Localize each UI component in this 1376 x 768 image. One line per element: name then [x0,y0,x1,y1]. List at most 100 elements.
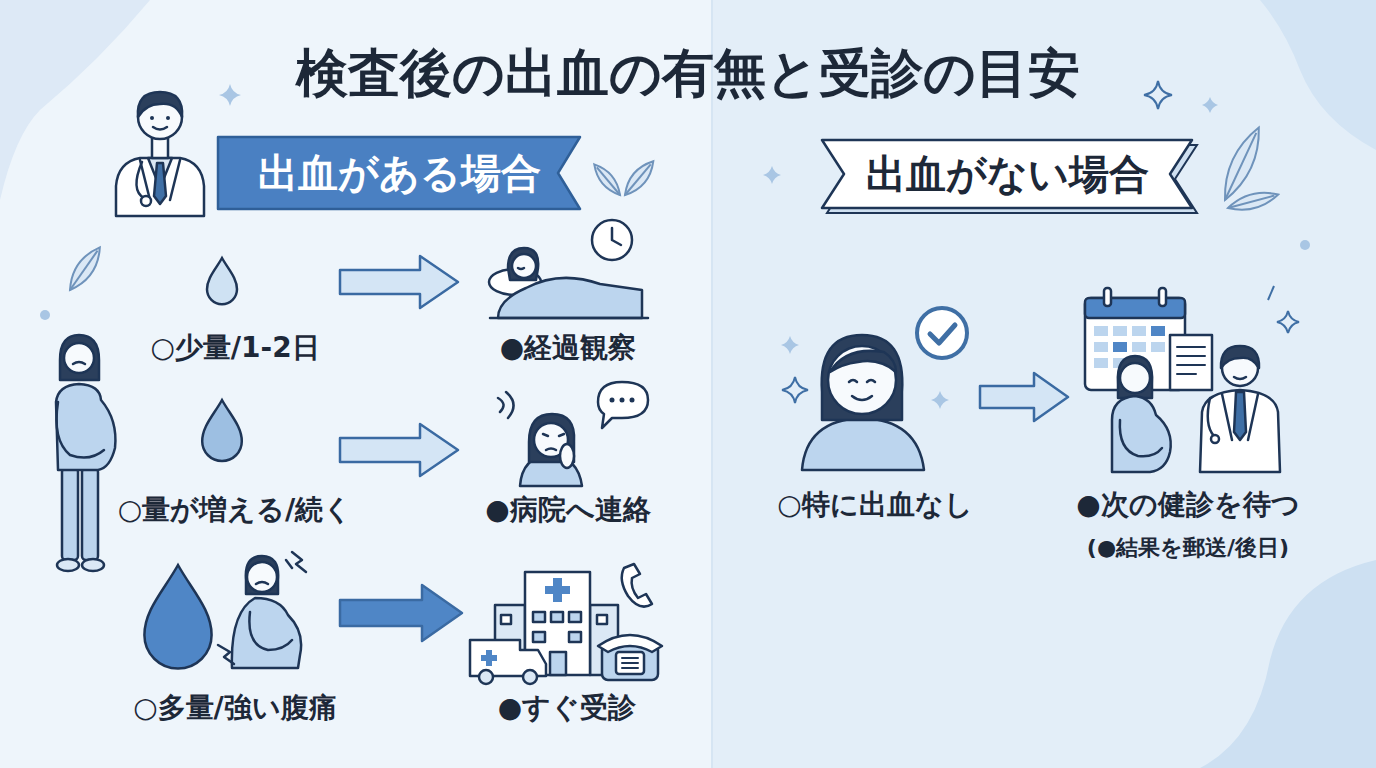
hospital-emergency [569,612,581,622]
woman-abdominal-pain [249,612,292,650]
hospital-emergency [533,632,545,642]
banner-label: 出血がない場合 [822,140,1192,208]
illustrated-item: ●すぐ受診 [462,550,672,730]
illustrated-item: ●経過観察 [458,215,678,370]
checkup-calendar-scene [1234,392,1246,440]
leaf-decoration [1226,188,1280,215]
leaf-decoration [620,157,659,200]
woman-abdominal-pain [246,556,278,594]
worried-woman [543,434,564,436]
resting-woman-clock [518,268,524,269]
leaf-decoration [590,161,625,199]
woman-abdominal-pain [218,645,234,664]
item-label: ○特に出血なし [777,488,972,522]
woman-abdominal-pain [292,552,306,572]
worried-woman [560,444,574,468]
standing-pregnant-woman [57,402,105,458]
item-label: ○量が増える/続く [118,493,353,527]
smiling-woman-check [917,308,967,358]
standing-pregnant-woman [82,468,98,560]
worried-woman [498,392,514,418]
hospital-emergency [545,586,570,594]
worried-woman [498,382,648,486]
sparkle-decoration [1268,286,1274,300]
checkup-calendar-scene [1104,288,1111,306]
item-label: ●次の健診を待つ [1076,488,1299,522]
doctor-figure [153,127,167,130]
worried-woman [598,382,648,428]
resting-woman-clock [512,254,536,278]
sparkle-decoration [219,84,241,106]
standing-pregnant-woman [82,559,104,571]
checkup-calendar-scene [1094,358,1108,368]
leaf-decoration [63,243,106,295]
woman-abdominal-pain [256,582,268,584]
block-arrow [340,256,458,308]
hospital-emergency [551,612,563,622]
hospital-emergency [479,670,493,684]
standing-pregnant-woman [62,468,78,560]
leaf-decoration [63,123,1280,294]
leaf-decoration [1225,133,1256,200]
sparkle-decoration [40,310,50,320]
leaf-decoration [625,164,651,195]
hospital-emergency [616,652,644,674]
illustrated-item: ○特に出血なし [770,290,980,525]
checkup-calendar-scene [1120,363,1150,393]
hospital-emergency [533,612,545,622]
leaf-decoration [620,157,659,200]
smiling-woman-check [930,325,955,343]
banner-outline [822,140,1192,208]
doctor-figure [116,92,204,216]
sub-label: (●結果を郵送/後日) [1087,534,1289,561]
checkup-calendar-scene [1132,342,1146,352]
standing-pregnant-woman [56,335,115,571]
checkup-calendar-scene [1113,342,1127,352]
worried-woman [630,398,635,403]
sparkle-decoration [40,81,1310,409]
woman-abdominal-pain [247,562,277,592]
checkup-calendar-scene [1211,435,1219,443]
hospital-emergency [598,635,662,652]
block-arrow [980,373,1068,421]
resting-woman-clock [489,220,648,318]
worried-woman [546,449,556,451]
checkup-calendar-scene [1113,326,1127,336]
doctor-figure [136,162,144,198]
hospital-emergency [481,655,497,661]
doctor-figure [150,116,154,120]
blood-drop-medium [202,400,242,461]
smiling-woman-check [849,380,875,382]
checkup-calendar-scene [1200,390,1280,472]
woman-abdominal-pain [218,552,306,668]
illustrated-item: ○多量/強い腹痛 [130,545,340,730]
resting-woman-clock [612,228,621,245]
smiling-woman-check [802,308,967,470]
section-banner: 出血がある場合 [218,137,580,209]
standing-pregnant-woman [73,362,85,364]
background [712,0,1376,768]
doctor-figure [140,160,180,200]
item-label: ●経過観察 [500,331,636,365]
illustrated-item: ○少量/1-2日 [130,230,340,370]
sparkle-decoration [1277,311,1299,333]
blood-drop-large [144,565,211,669]
doctor-figure [138,92,182,117]
sparkle-decoration [931,391,949,409]
blood-drop-small [207,258,237,304]
banner-label: 出血がある場合 [218,137,580,209]
hospital-emergency [597,615,607,624]
background [1260,0,1376,150]
illustrated-item: ●病院へ連絡 [458,380,678,530]
checkup-calendar-scene [1094,342,1108,352]
doctor-figure [166,116,170,120]
sparkle-decoration [1144,81,1172,109]
checkup-calendar-scene [1112,396,1171,472]
item-label: ○少量/1-2日 [150,331,319,365]
smiling-woman-check [830,351,896,372]
checkup-calendar-scene [1170,335,1212,390]
illustrated-item: ●次の健診を待つ (●結果を郵送/後日) [1068,280,1308,570]
